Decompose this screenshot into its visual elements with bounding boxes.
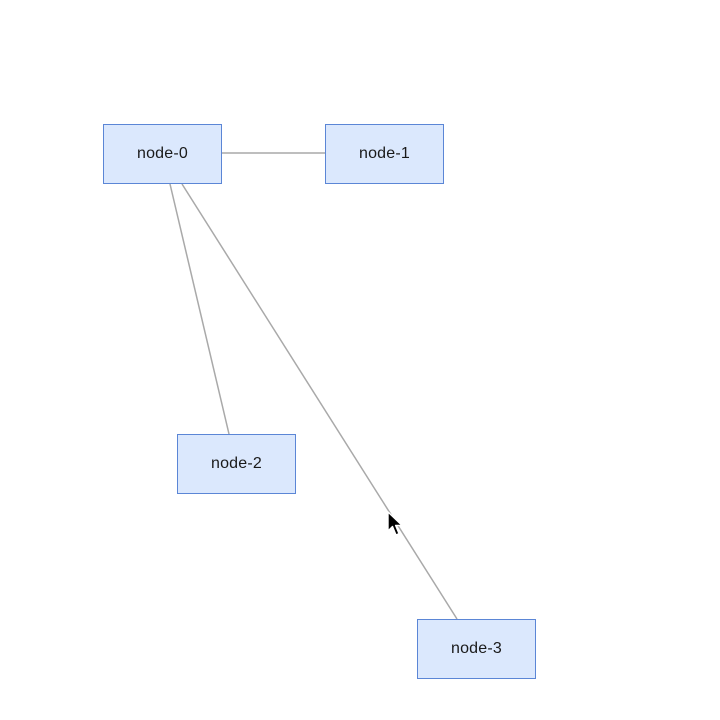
node-1-label: node-1: [358, 145, 411, 162]
node-0-box[interactable]: node-0: [103, 124, 222, 184]
edge-node-0-node-2: [169, 183, 230, 435]
node-0-label: node-0: [136, 145, 189, 162]
node-3-label: node-3: [450, 640, 503, 657]
edge-node-0-node-3: [181, 183, 458, 620]
node-2-label: node-2: [210, 455, 263, 472]
node-3-box[interactable]: node-3: [417, 619, 536, 679]
node-2-box[interactable]: node-2: [177, 434, 296, 494]
node-1-box[interactable]: node-1: [325, 124, 444, 184]
mouse-pointer-icon: [387, 511, 403, 536]
